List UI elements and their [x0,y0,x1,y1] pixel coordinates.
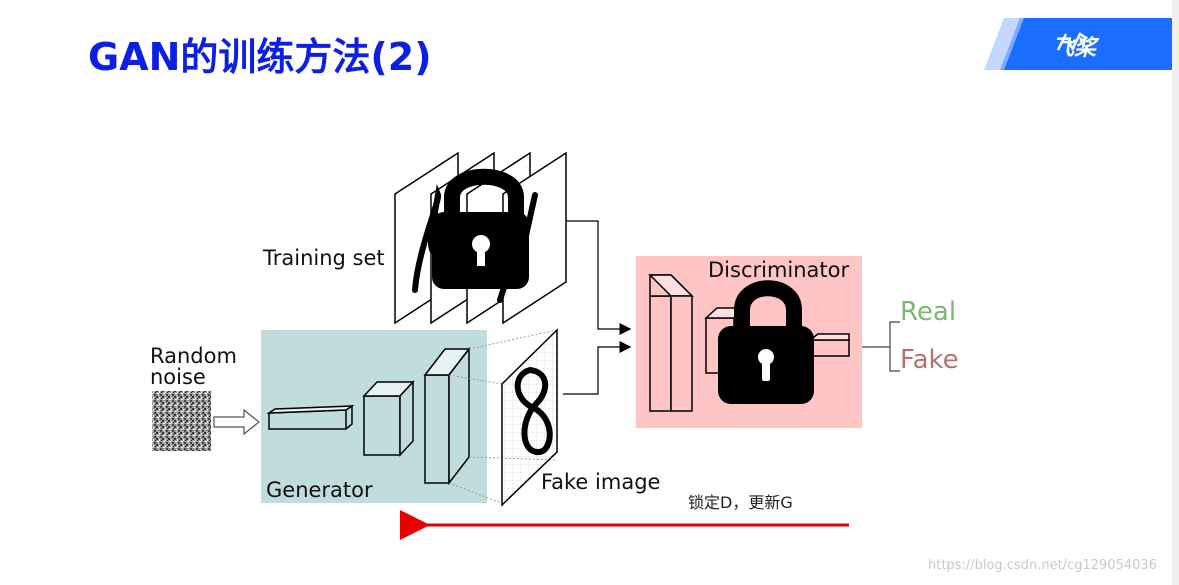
training-to-discriminator-connector [566,220,632,335]
generator-label: Generator [266,478,373,502]
right-edge-strip [1172,0,1179,585]
generator-layers [266,346,471,486]
logo-text: 飞桨 [1052,36,1097,61]
fake-image [501,328,558,507]
fake-image-label: Fake image [541,470,661,494]
slide-title: GAN的训练方法(2) [88,35,432,79]
discriminator-layers [648,274,850,412]
paddle-logo [984,18,1174,70]
discriminator-label: Discriminator [708,258,850,282]
lock-icon-training [432,168,529,289]
random-noise-label-line1: Random [150,344,237,368]
random-noise-image [152,391,211,451]
watermark-url: https://blog.csdn.net/cg129054036 [928,558,1157,573]
output-real-label: Real [900,297,957,327]
output-bracket [862,321,900,372]
lock-icon-discriminator [718,280,814,404]
noise-input-arrow [213,408,260,436]
random-noise-label-line2: noise [150,365,206,389]
fake-to-discriminator-connector [563,341,632,395]
instruction-text: 锁定D，更新G [688,493,793,512]
output-fake-label: Fake [900,345,959,375]
training-set-label: Training set [263,246,385,270]
